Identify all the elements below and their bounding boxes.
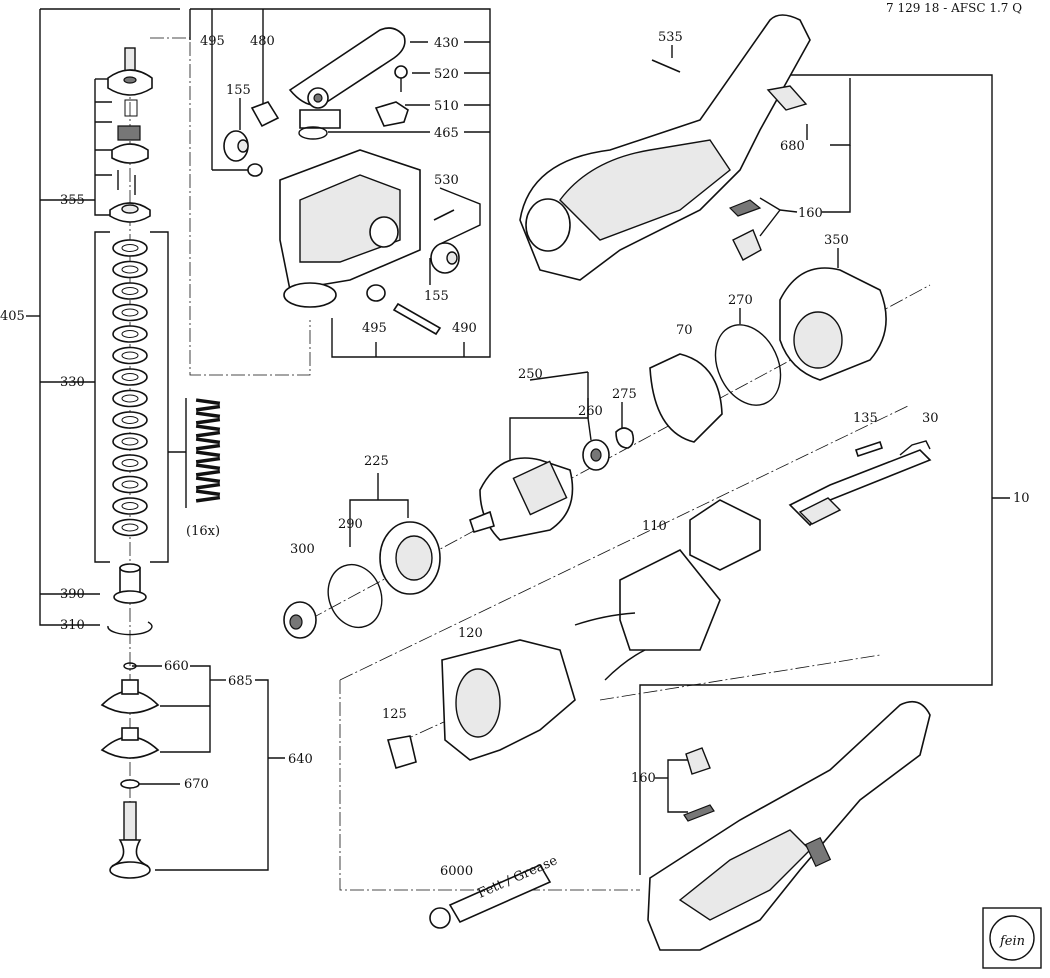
washer-hole	[121, 416, 139, 424]
part-labels: 495 480 430 520 510 465 155 530 155 495 …	[0, 30, 1030, 879]
lower-housing-shell	[647, 700, 931, 951]
logo-text: fein	[999, 934, 1025, 949]
washer-hole	[121, 308, 139, 317]
motor-housing	[386, 639, 576, 769]
washer-hole	[121, 480, 139, 489]
needle-roller	[195, 463, 221, 471]
needle-roller	[195, 398, 221, 406]
washer	[112, 325, 148, 343]
needle-roller	[195, 417, 221, 425]
label-70: 70	[676, 323, 693, 338]
label-390: 390	[60, 587, 85, 602]
needle-roller	[195, 404, 221, 412]
needle-roller	[195, 450, 221, 458]
label-465: 465	[434, 126, 459, 141]
washer-hole	[121, 459, 139, 467]
washer	[112, 282, 148, 300]
needle-roller-strip	[195, 398, 221, 503]
label-160-top: 160	[798, 206, 823, 221]
label-520: 520	[434, 67, 459, 82]
washer	[112, 518, 148, 537]
washer-hole	[121, 351, 139, 360]
washer-hole	[121, 437, 139, 446]
washer-hole	[121, 265, 139, 274]
label-120: 120	[458, 626, 483, 641]
label-110: 110	[642, 519, 667, 534]
needle-roller	[195, 411, 221, 419]
gear-head-parts	[223, 27, 460, 336]
label-275: 275	[612, 387, 637, 402]
washer	[112, 475, 148, 494]
washer	[112, 239, 148, 257]
needle-roller	[195, 482, 221, 490]
drawing-title: 7 129 18 - AFSC 1.7 Q	[886, 1, 1022, 15]
upper-housing-shell	[519, 14, 811, 281]
washer-hole	[121, 394, 139, 403]
label-16x: (16x)	[186, 524, 220, 539]
label-135: 135	[853, 411, 878, 426]
fein-logo: fein	[982, 907, 1042, 969]
motor-parts	[283, 267, 887, 639]
label-155-bottom: 155	[424, 289, 449, 304]
washer	[112, 346, 148, 365]
washer	[112, 368, 148, 386]
label-300: 300	[290, 542, 315, 557]
label-330: 330	[60, 375, 85, 390]
label-535: 535	[658, 30, 683, 45]
label-6000: 6000	[440, 864, 473, 879]
label-490: 490	[452, 321, 477, 336]
needle-roller	[195, 476, 221, 484]
label-225: 225	[364, 454, 389, 469]
washer	[112, 454, 148, 472]
needle-roller	[195, 443, 221, 451]
label-310: 310	[60, 618, 85, 633]
label-430: 430	[434, 36, 459, 51]
label-155-top: 155	[226, 83, 251, 98]
washer	[112, 389, 148, 408]
label-510: 510	[434, 99, 459, 114]
spindle-parts	[100, 47, 221, 879]
label-250: 250	[518, 367, 543, 382]
needle-roller	[195, 495, 221, 503]
label-660: 660	[164, 659, 189, 674]
washer-hole	[121, 330, 139, 338]
needle-roller	[195, 430, 221, 438]
label-495-bottom: 495	[362, 321, 387, 336]
label-685: 685	[228, 674, 253, 689]
label-160-bottom: 160	[631, 771, 656, 786]
washer-hole	[121, 287, 139, 295]
washer-hole	[121, 373, 139, 381]
label-30: 30	[922, 411, 939, 426]
label-125: 125	[382, 707, 407, 722]
washer	[112, 497, 148, 515]
label-270: 270	[728, 293, 753, 308]
washer	[112, 303, 148, 322]
label-290: 290	[338, 517, 363, 532]
needle-roller	[195, 437, 221, 445]
label-495-top: 495	[200, 34, 225, 49]
washer	[112, 411, 148, 429]
needle-roller	[195, 424, 221, 432]
needle-roller	[195, 456, 221, 464]
washer	[112, 260, 148, 279]
label-530: 530	[434, 173, 459, 188]
electronics-parts	[574, 440, 932, 681]
needle-roller	[195, 469, 221, 477]
label-670: 670	[184, 777, 209, 792]
label-680: 680	[780, 139, 805, 154]
bearing-washer-stack	[112, 239, 148, 537]
washer-hole	[121, 502, 139, 510]
label-640: 640	[288, 752, 313, 767]
label-355: 355	[60, 193, 85, 208]
needle-roller	[195, 489, 221, 497]
label-10: 10	[1013, 491, 1030, 506]
washer-hole	[121, 244, 139, 252]
washer-hole	[121, 523, 139, 532]
label-350: 350	[824, 233, 849, 248]
washer	[112, 432, 148, 451]
label-260: 260	[578, 404, 603, 419]
label-480: 480	[250, 34, 275, 49]
label-405: 405	[0, 309, 25, 324]
